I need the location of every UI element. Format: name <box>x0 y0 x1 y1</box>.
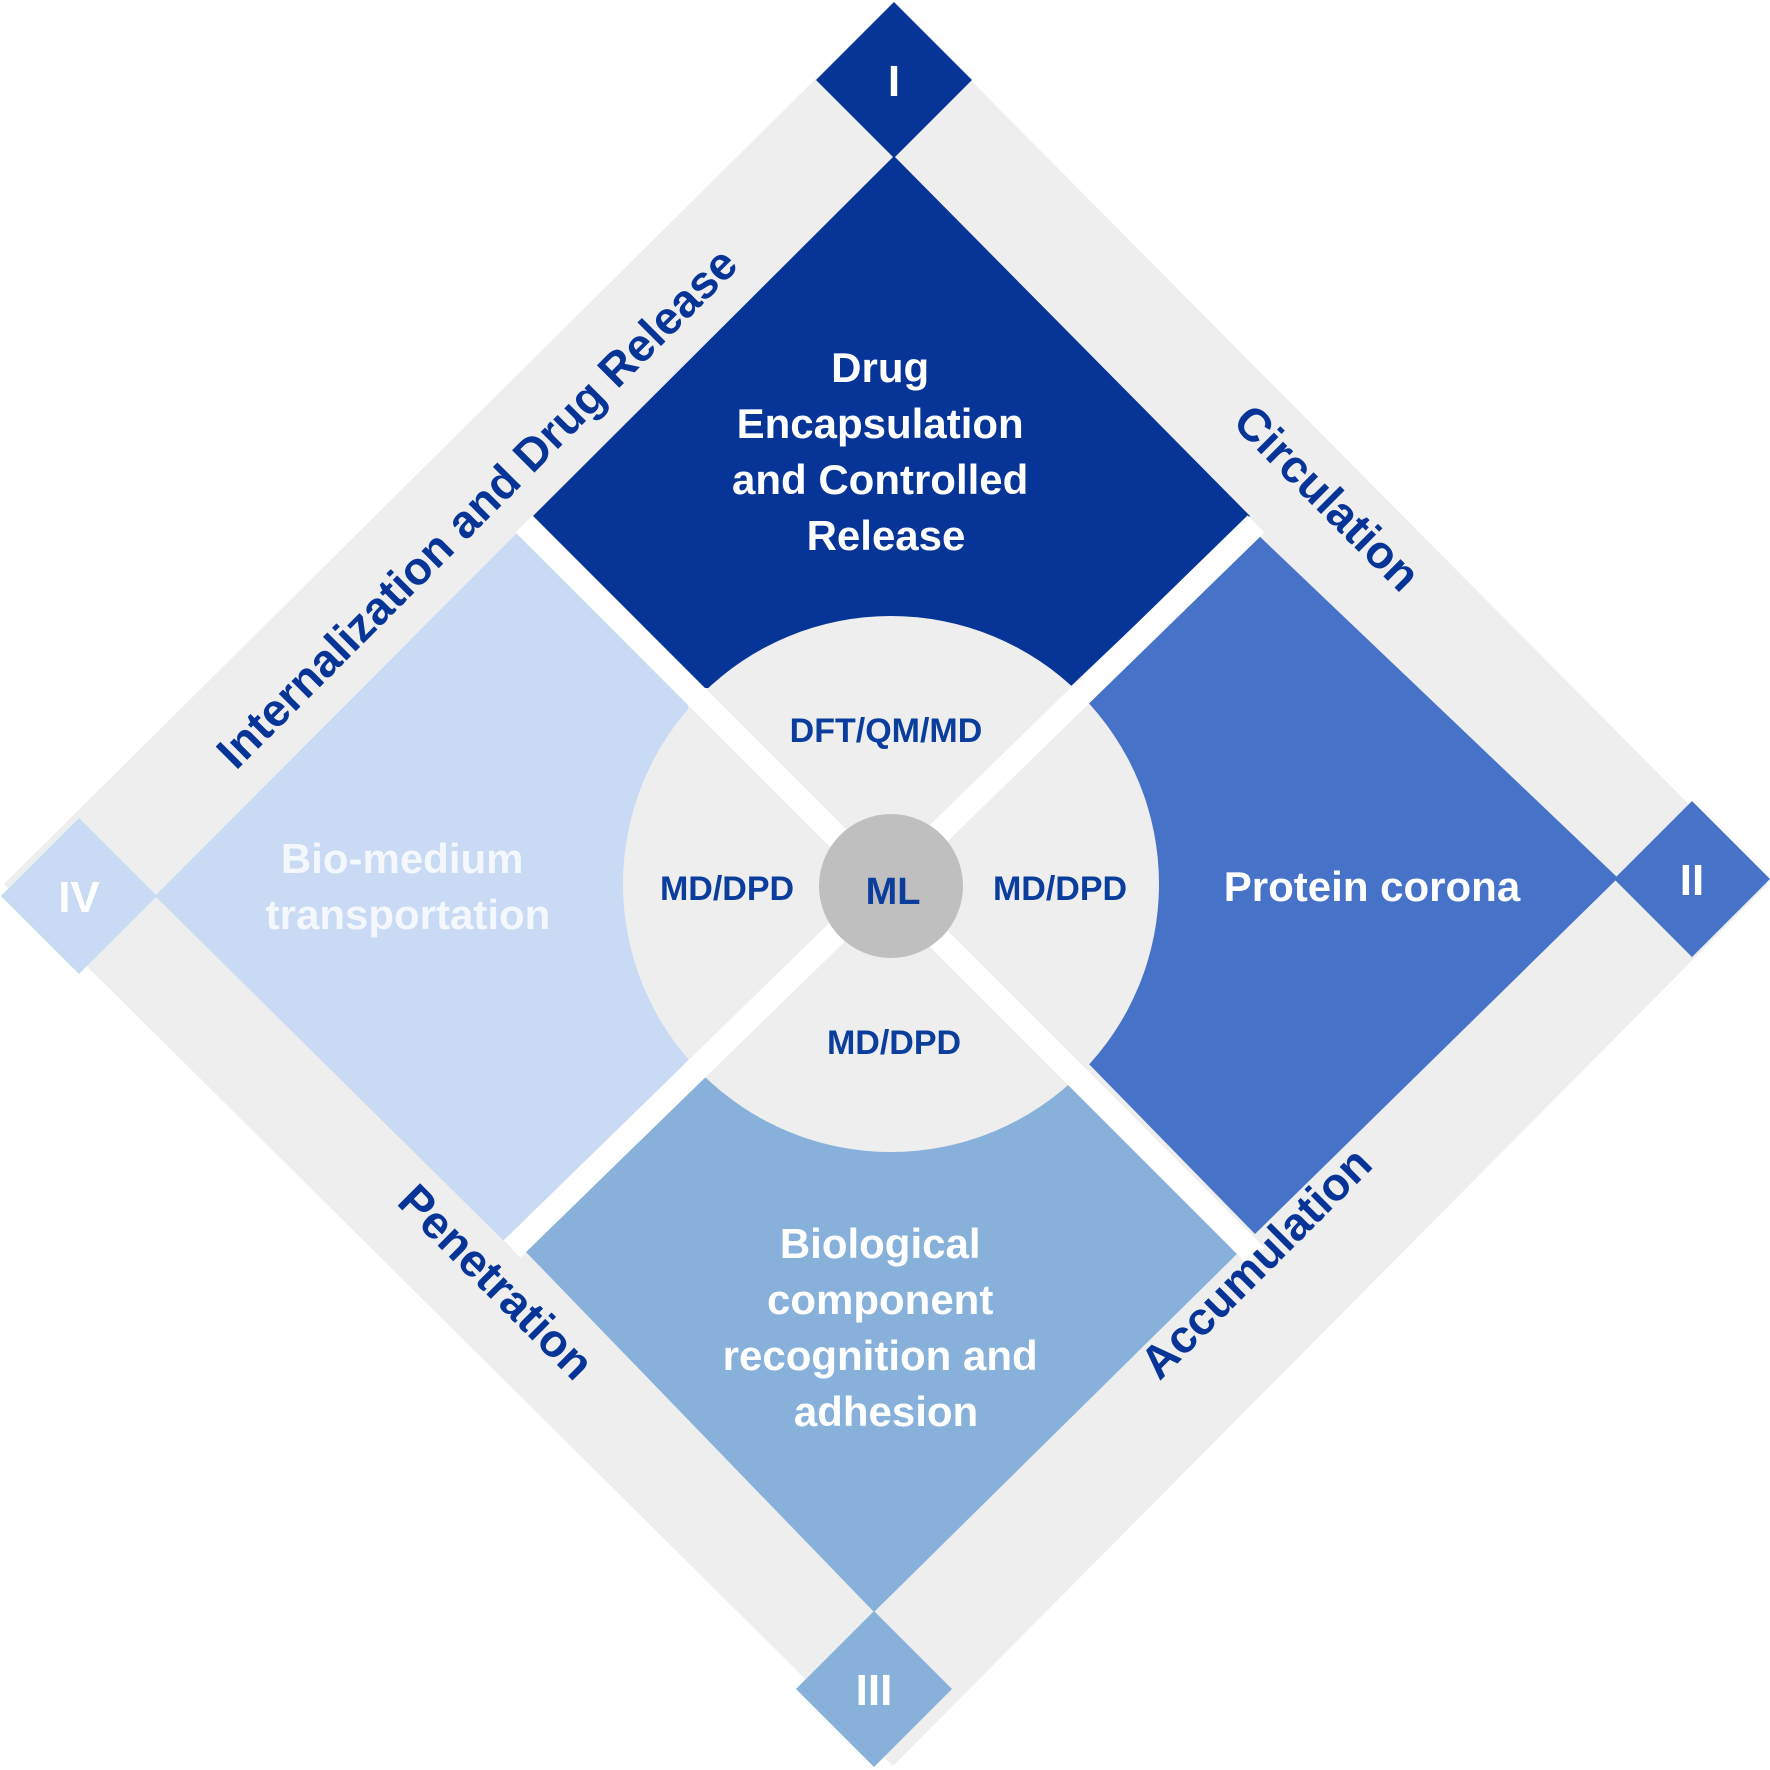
quadrant-III-title-line: recognition and <box>723 1332 1038 1379</box>
quadrant-I-title-line: and Controlled <box>732 456 1028 503</box>
corner-square-I <box>816 2 972 158</box>
quadrant-I-title-line: Encapsulation <box>737 400 1024 447</box>
quadrant-III-title-line: Biological <box>780 1220 981 1267</box>
quadrant-III-title-line: adhesion <box>794 1388 978 1435</box>
quadrant-II-title: Protein corona <box>1224 863 1521 910</box>
roman-numeral-III: III <box>856 1666 893 1715</box>
method-label-q1: DFT/QM/MD <box>790 712 983 750</box>
roman-numeral-II: II <box>1680 856 1704 905</box>
method-label-q4: MD/DPD <box>660 870 794 908</box>
quadrant-III <box>524 1078 1242 1612</box>
quadrant-II-title-line: Protein corona <box>1224 863 1521 910</box>
corner-square-II <box>1614 801 1770 957</box>
quadrant-IV-title-line: transportation <box>266 891 551 938</box>
center-circle <box>819 814 963 958</box>
roman-numeral-IV: IV <box>58 873 100 922</box>
quadrant-I-title: Drug Encapsulation and Controlled Releas… <box>732 344 1040 559</box>
center-label: ML <box>866 871 921 913</box>
corner-square-III <box>796 1611 952 1767</box>
method-label-q3: MD/DPD <box>827 1024 961 1062</box>
roman-numeral-I: I <box>888 57 900 106</box>
corner-square-IV <box>1 818 157 974</box>
quadrant-IV-title-line: Bio-medium <box>281 835 524 882</box>
method-label-q2: MD/DPD <box>993 870 1127 908</box>
quadrant-III-title-line: component <box>767 1276 993 1323</box>
quadrant-IV-title: Bio-medium transportation <box>266 835 551 938</box>
quadrant-I <box>533 156 1250 688</box>
quadrant-I-title-line: Drug <box>831 344 929 391</box>
quadrant-III-title: Biological component recognition and adh… <box>723 1220 1050 1435</box>
quadrant-II <box>1085 533 1618 1234</box>
quadrant-I-title-line: Release <box>807 512 966 559</box>
quadrant-IV <box>155 533 688 1249</box>
